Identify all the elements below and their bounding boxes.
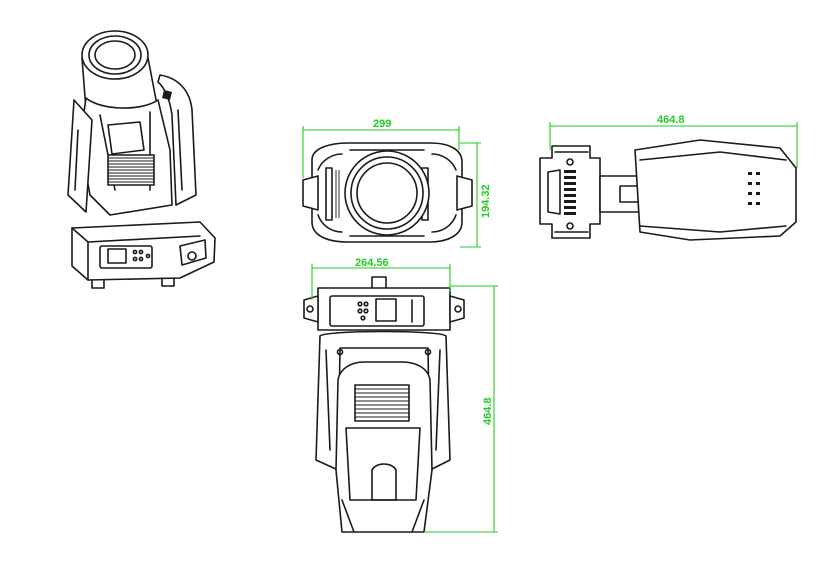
front-height-label: 194.32 (480, 184, 492, 218)
front-width-label: 299 (373, 118, 391, 130)
front-width-dimension (302, 126, 460, 178)
side-width-dimension (549, 122, 798, 168)
front-height-dimension (460, 142, 481, 248)
perspective-view (67, 30, 216, 289)
side-width-label: 464.8 (657, 114, 685, 126)
rear-width-dimension (311, 264, 451, 300)
rear-width-label: 264.56 (355, 257, 389, 269)
side-view (539, 139, 797, 241)
front-view (302, 142, 473, 243)
rear-view (303, 276, 465, 533)
rear-height-label: 464.8 (482, 397, 494, 425)
rear-height-dimension (424, 285, 498, 533)
